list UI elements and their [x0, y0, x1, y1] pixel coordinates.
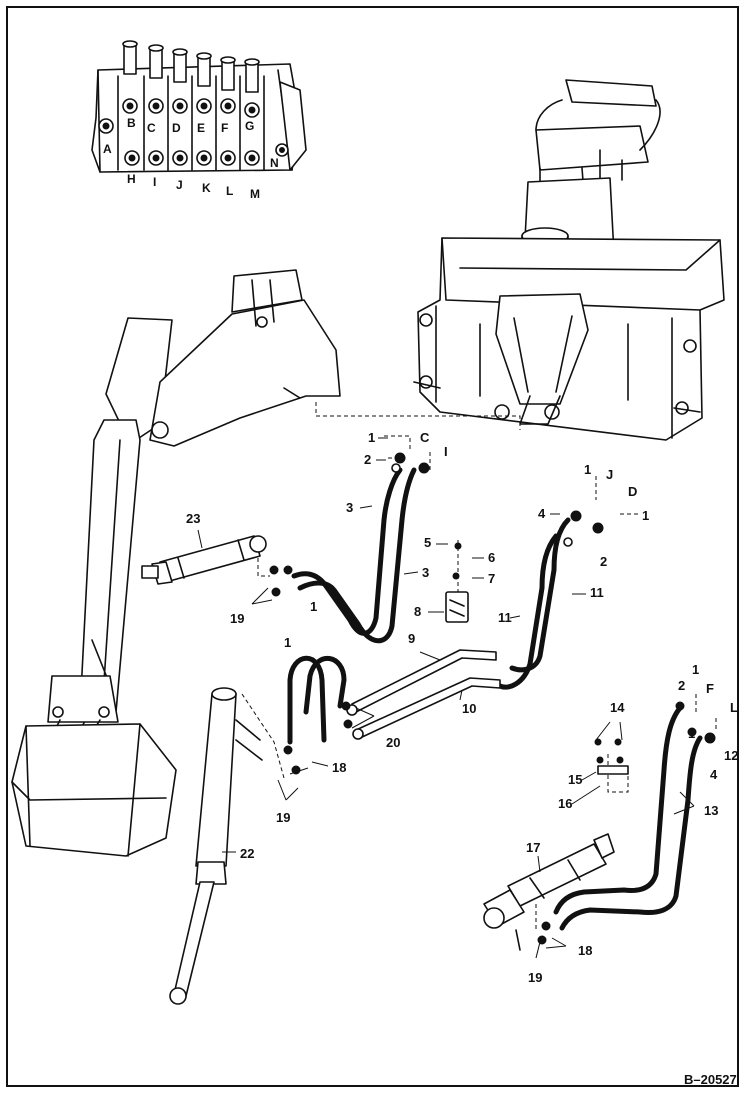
steel-tubes [346, 649, 501, 740]
port-label-g: G [245, 119, 254, 133]
cylinder-23 [141, 535, 267, 585]
callout-23: 23 [186, 511, 200, 526]
callout-letter-i: I [444, 444, 448, 459]
callout-10: 10 [462, 701, 476, 716]
mounting-frame [413, 79, 725, 441]
callout-2: 2 [678, 678, 685, 693]
port-label-a: A [103, 142, 112, 156]
callout-ticks [197, 437, 601, 873]
callout-2: 2 [364, 452, 371, 467]
backhoe-boom [105, 269, 341, 447]
tube-10 [355, 677, 501, 739]
leader-valve-frame [315, 402, 521, 430]
port-label-j: J [176, 178, 183, 192]
callout-9: 9 [408, 631, 415, 646]
callout-6: 6 [488, 550, 495, 565]
callout-3: 3 [422, 565, 429, 580]
fittings [269, 452, 716, 945]
callout-letter-d: D [628, 484, 637, 499]
callout-1: 1 [368, 430, 375, 445]
dipperstick [35, 419, 141, 769]
callout-12: 12 [724, 748, 738, 763]
callout-1: 1 [688, 726, 695, 741]
callout-20: 20 [386, 735, 400, 750]
hose-20a [287, 655, 327, 745]
callout-18: 18 [332, 760, 346, 775]
cylinder-17 [483, 833, 615, 951]
hose-3b [297, 467, 417, 644]
mounting-pins [413, 313, 701, 415]
leader-lines [241, 435, 717, 959]
hose-20b [303, 655, 347, 715]
port-label-k: K [202, 181, 211, 195]
callout-3: 3 [346, 500, 353, 515]
figure-id: B–20527 [684, 1072, 737, 1087]
port-label-i: I [153, 175, 156, 189]
callout-14: 14 [610, 700, 625, 715]
callout-4: 4 [538, 506, 546, 521]
port-label-m: M [250, 187, 260, 201]
port-label-d: D [172, 121, 181, 135]
hoses [287, 467, 703, 931]
hose-11b [497, 533, 559, 690]
valve-lower-ports [124, 143, 289, 166]
cylinder-22 [169, 687, 263, 1005]
callout-letter-l: L [730, 700, 738, 715]
callout-1: 1 [584, 462, 591, 477]
bucket [11, 723, 177, 857]
valve-upper-ports [98, 98, 260, 134]
callout-letter-f: F [706, 681, 714, 696]
hose-13b [559, 735, 703, 931]
diagram-border [6, 6, 739, 1087]
callout-1: 1 [692, 662, 699, 677]
seat-back [565, 79, 657, 107]
port-label-c: C [147, 121, 156, 135]
control-valve: A B C D E F G H I J K L M N [91, 40, 307, 201]
port-label-h: H [127, 172, 136, 186]
callout-19: 19 [276, 810, 290, 825]
callout-1: 1 [284, 635, 291, 650]
swing-casting [495, 293, 589, 405]
callout-11: 11 [590, 585, 604, 600]
callout-4: 4 [710, 767, 718, 782]
port-label-f: F [221, 121, 228, 135]
port-label-b: B [127, 116, 136, 130]
callout-13: 13 [704, 803, 718, 818]
callout-17: 17 [526, 840, 540, 855]
callout-16: 16 [558, 796, 572, 811]
callout-1: 1 [642, 508, 649, 523]
port-label-e: E [197, 121, 205, 135]
callout-letter-j: J [606, 467, 613, 482]
callout-18: 18 [578, 943, 592, 958]
seat-cushion [535, 125, 649, 171]
callout-11: 11 [498, 610, 512, 625]
plate-16 [597, 754, 629, 793]
valve-spools [122, 40, 260, 93]
callout-letter-c: C [420, 430, 430, 445]
callout-5: 5 [424, 535, 431, 550]
callout-19: 19 [230, 611, 244, 626]
callout-15: 15 [568, 772, 582, 787]
boom-mount [231, 269, 303, 313]
callout-labels: 1 C 2 I 3 3 23 5 6 7 8 1 J D 4 1 2 11 11… [186, 430, 738, 985]
callout-1: 1 [310, 599, 317, 614]
port-label-l: L [226, 184, 233, 198]
callout-8: 8 [414, 604, 421, 619]
callout-7: 7 [488, 571, 495, 586]
hose-11a [509, 517, 571, 673]
hose-13a [553, 705, 683, 915]
boom-foot [149, 299, 341, 447]
port-label-n: N [270, 156, 279, 170]
callout-19: 19 [528, 970, 542, 985]
valve-8 [445, 540, 469, 623]
callout-22: 22 [240, 846, 254, 861]
callout-2: 2 [600, 554, 607, 569]
